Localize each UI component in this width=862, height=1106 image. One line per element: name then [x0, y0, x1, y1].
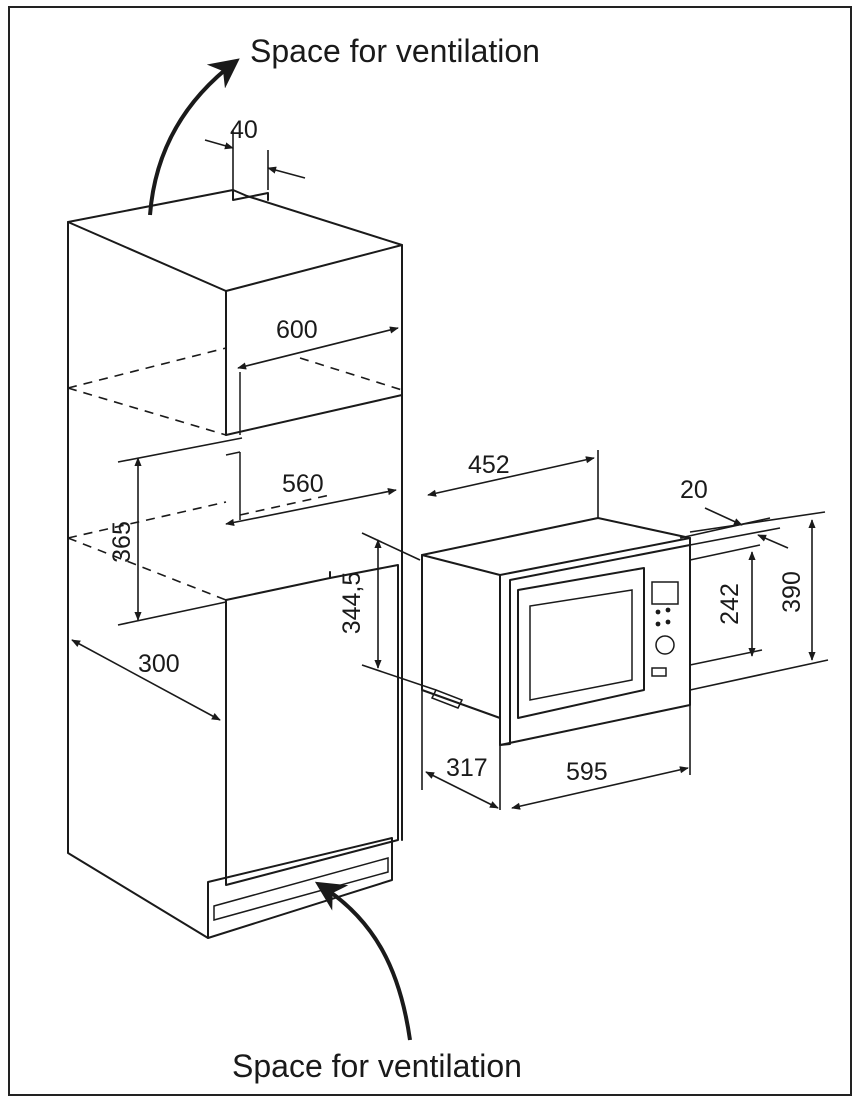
dim-600: 600	[276, 316, 318, 344]
tall-cabinet	[67, 189, 403, 939]
dim-344-5: 344,5	[338, 572, 366, 635]
dim-300: 300	[138, 650, 180, 678]
dim-365: 365	[108, 521, 136, 563]
dim-390: 390	[778, 571, 806, 613]
microwave	[421, 517, 691, 746]
dim-595: 595	[566, 758, 608, 786]
ventilation-arrows	[148, 58, 412, 1041]
vent-label-top: Space for ventilation	[250, 33, 540, 69]
dimension-lines	[71, 130, 829, 810]
dim-20: 20	[680, 476, 708, 504]
dim-242: 242	[716, 583, 744, 625]
vent-label-bottom: Space for ventilation	[232, 1048, 522, 1084]
dim-560: 560	[282, 470, 324, 498]
dim-40: 40	[230, 116, 258, 144]
diagram-frame	[8, 6, 852, 1096]
dim-317: 317	[446, 754, 488, 782]
dim-452: 452	[468, 451, 510, 479]
